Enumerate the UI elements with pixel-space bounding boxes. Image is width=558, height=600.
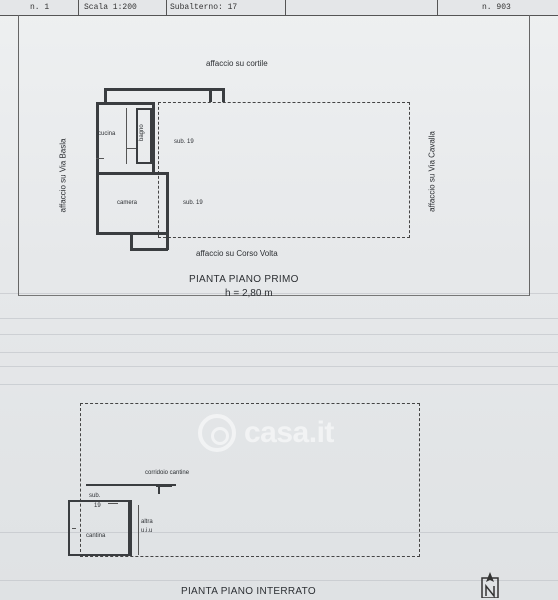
basement-sub-value: 19 [94,503,101,509]
kitchen-label: cucina [98,131,116,137]
north-arrow-icon [481,572,499,598]
first-floor-title: PIANTA PIANO PRIMO [189,274,299,285]
north-facade-label: affaccio su cortile [206,59,268,68]
subalterno-label: Subalterno: 17 [170,3,238,12]
other-unit-label: altra [141,519,153,525]
sub-label-bottom: sub. 19 [183,200,203,206]
cellar-outline [68,500,130,556]
corridor-label: corridoio cantine [145,470,190,476]
scan-line [0,384,558,385]
doc-number: n. 903 [482,3,511,12]
bath-outline [136,108,152,164]
bath-label: bagno [139,124,145,141]
scale-label: Scala 1:200 [84,3,137,12]
basement-outline [80,403,420,557]
scan-line [0,366,558,367]
casa-logo-icon [198,414,236,452]
scan-line [0,318,558,319]
scan-line [0,532,558,533]
drawing-frame [18,15,530,296]
scan-line [0,352,558,353]
sub-19-outline [158,102,410,238]
ceiling-height: h = 2,80 m [225,288,273,299]
basement-sub-label: sub. [89,493,101,499]
other-unit-value: u.i.u [141,528,153,534]
sub-label-top: sub. 19 [174,139,194,145]
cellar-label: cantina [86,533,106,539]
casa-watermark: casa.it [198,414,368,454]
east-facade-label: affaccio su Via Cavalla [427,131,437,212]
apartment-wall [96,102,99,234]
south-facade-label: affaccio su Corso Volta [196,249,278,258]
sheet-number: n. 1 [30,3,50,12]
header-strip: n. 1 Scala 1:200 Subalterno: 17 n. 903 [0,0,558,16]
scan-line [0,334,558,335]
scan-line [0,580,558,581]
bedroom-label: camera [117,200,138,206]
west-facade-label: affaccio su Via Basla [58,138,68,213]
basement-title: PIANTA PIANO INTERRATO [181,586,316,597]
scan-line [0,293,558,294]
watermark-text: casa.it [244,416,334,449]
